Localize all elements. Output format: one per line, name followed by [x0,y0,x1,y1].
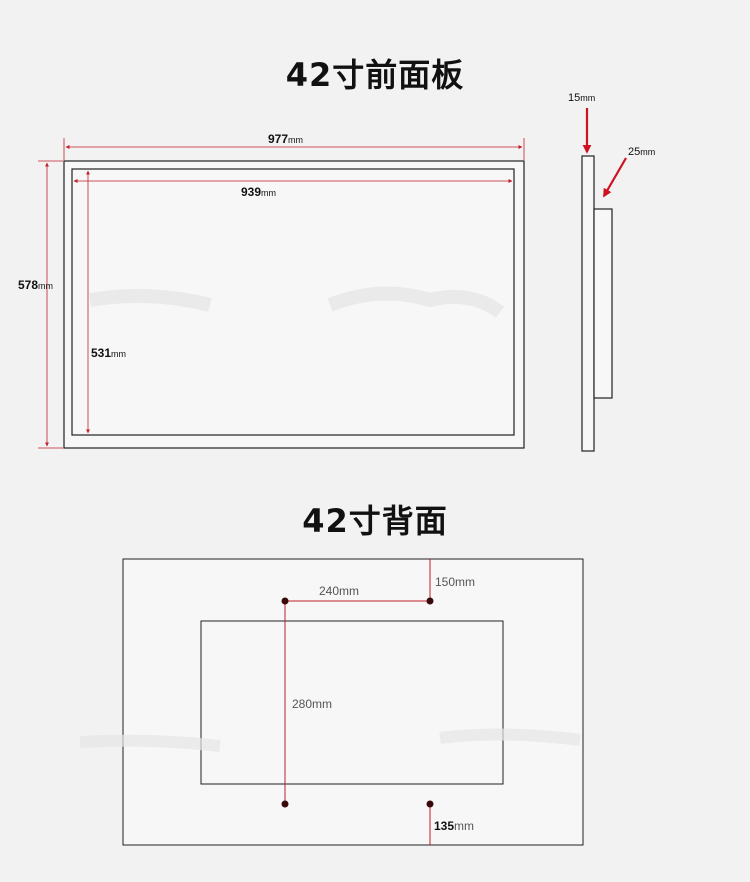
svg-text:15mm: 15mm [568,92,595,104]
inner-height-unit: mm [111,349,126,359]
outer-width-value: 977 [268,132,288,146]
svg-text:939mm: 939mm [241,185,276,199]
mount-hole-bottom-left [281,800,289,808]
side-panel-back [593,208,613,399]
back-reflection [79,728,581,752]
inner-height-value: 531 [91,346,111,360]
back-panel: 240mm 150mm 280mm 135mm [79,558,584,846]
top-offset-unit: mm [455,575,475,589]
outer-height-unit: mm [38,281,53,291]
side-depth-arrow [603,157,627,198]
mount-hole-bottom-right [426,800,434,808]
svg-text:280mm: 280mm [292,697,332,711]
side-view: 15mm 25mm [568,92,655,452]
svg-text:135mm: 135mm [434,819,474,833]
side-thickness-value: 15 [568,92,580,104]
back-panel-title: 42寸背面 [302,502,448,540]
side-depth-unit: mm [640,147,655,157]
hole-spacing-v-value: 280 [292,697,312,711]
mount-hole-top-left [281,597,289,605]
hole-spacing-h-value: 240 [319,584,339,598]
inner-width-unit: mm [261,188,276,198]
inner-width-value: 939 [241,185,261,199]
front-panel-title: 42寸前面板 [285,56,465,94]
svg-text:531mm: 531mm [91,346,126,360]
side-thickness-unit: mm [580,93,595,103]
outer-width-unit: mm [288,135,303,145]
back-inner-plate [200,620,504,785]
svg-text:25mm: 25mm [628,146,655,158]
side-panel-front [581,155,595,452]
svg-text:977mm: 977mm [268,132,303,146]
screen-reflection [88,286,505,318]
svg-text:240mm: 240mm [319,584,359,598]
hole-spacing-h-unit: mm [339,584,359,598]
outer-height-value: 578 [18,278,38,292]
hole-spacing-v-unit: mm [312,697,332,711]
top-offset-value: 150 [435,575,455,589]
side-depth-value: 25 [628,146,640,158]
bottom-offset-value: 135 [434,819,454,833]
svg-text:578mm: 578mm [18,278,53,292]
mount-hole-top-right [426,597,434,605]
svg-text:150mm: 150mm [435,575,475,589]
bottom-offset-unit: mm [454,819,474,833]
front-panel: 977mm 939mm 578mm 531mm [18,132,525,449]
